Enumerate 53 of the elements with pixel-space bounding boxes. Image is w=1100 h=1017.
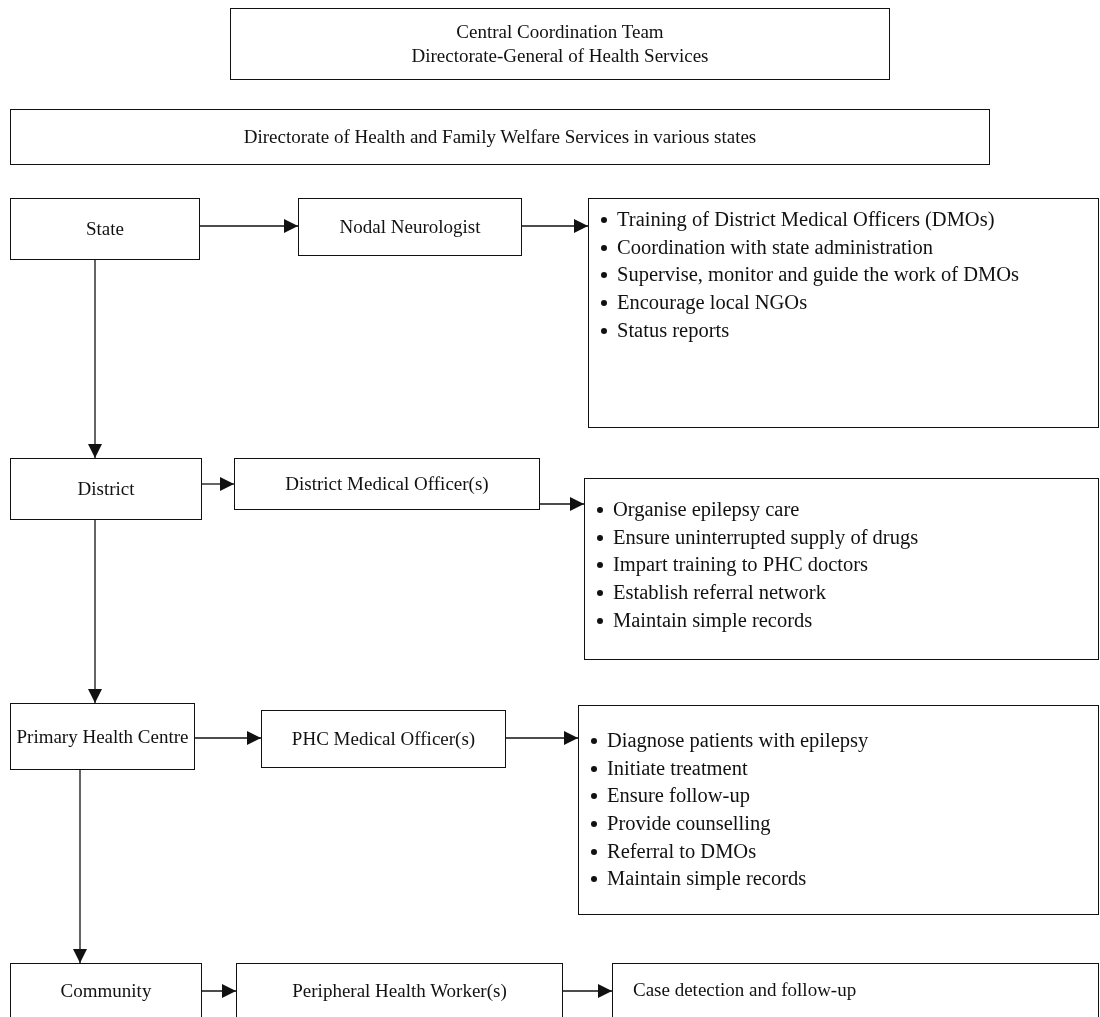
task-item: Establish referral network: [613, 579, 826, 605]
task-list-box: [584, 478, 1099, 660]
arrow: [562, 984, 613, 998]
box-text: Community: [60, 978, 152, 1003]
task-list-box: [588, 198, 1099, 428]
role-box: [236, 963, 563, 1017]
task-list-box: [578, 705, 1099, 915]
task-item: Diagnose patients with epilepsy: [607, 728, 869, 754]
box-text: Peripheral Health Worker(s): [292, 978, 507, 1003]
task-item: Referral to DMOs: [607, 838, 757, 864]
box-text: Case detection and follow-up: [633, 978, 857, 1002]
title-text: Directorate-General of Health Services: [411, 44, 709, 68]
role-box: [298, 198, 522, 256]
arrow: [521, 219, 589, 233]
title-box: [230, 8, 890, 80]
role-box: [261, 710, 506, 768]
task-item: Organise epilepsy care: [613, 497, 800, 523]
arrow: [539, 497, 585, 511]
task-item: Impart training to PHC doctors: [613, 552, 869, 578]
box-text: District: [77, 477, 135, 501]
arrow: [73, 769, 87, 964]
box-text: Nodal Neurologist: [339, 215, 481, 239]
level-box: [10, 198, 200, 260]
task-item: Initiate treatment: [607, 755, 748, 781]
arrow: [194, 731, 262, 745]
arrow: [88, 519, 102, 704]
title-text: Central Coordination Team: [456, 20, 664, 44]
arrow: [88, 259, 102, 459]
task-item: Ensure follow-up: [607, 783, 750, 809]
header-box: [10, 109, 990, 165]
task-item: Training of District Medical Officers (DMOs): [617, 207, 995, 233]
task-item: Maintain simple records: [607, 866, 807, 892]
task-item: Encourage local NGOs: [617, 289, 808, 316]
box-text: Directorate of Health and Family Welfare Services in various states: [243, 125, 757, 149]
arrow: [201, 984, 237, 998]
task-item: Ensure uninterrupted supply of drugs: [613, 524, 919, 551]
role-box: [234, 458, 540, 510]
task-item: Supervise, monitor and guide the work of DMOs: [617, 262, 1019, 288]
task-item: Provide counselling: [607, 810, 771, 837]
level-box: [10, 703, 195, 770]
box-text: District Medical Officer(s): [285, 472, 489, 496]
arrow: [505, 731, 579, 745]
arrow: [199, 219, 299, 233]
box-text: PHC Medical Officer(s): [291, 727, 476, 751]
task-item: Status reports: [617, 317, 730, 344]
arrow: [201, 477, 235, 491]
task-item: Maintain simple records: [613, 607, 813, 634]
level-box: [10, 963, 202, 1017]
box-text: State: [86, 217, 124, 241]
level-box: [10, 458, 202, 520]
box-text: Primary Health Centre: [16, 724, 189, 749]
task-item: Coordination with state administration: [617, 234, 933, 260]
task-box: [612, 963, 1099, 1017]
